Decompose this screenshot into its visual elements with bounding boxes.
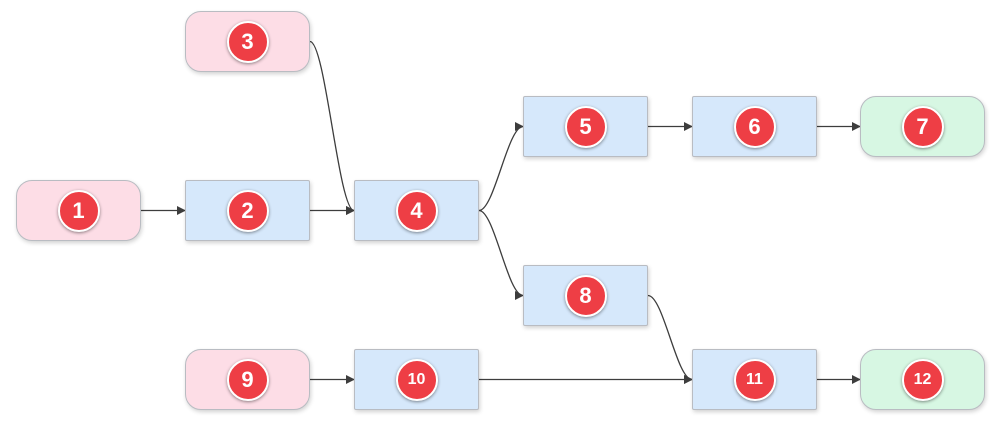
node-6[interactable]: 6 bbox=[692, 96, 817, 157]
node-12[interactable]: 12 bbox=[860, 349, 985, 410]
edge-4-8 bbox=[478, 209, 524, 301]
node-7[interactable]: 7 bbox=[860, 96, 985, 157]
edge-3-4 bbox=[309, 40, 355, 215]
node-2[interactable]: 2 bbox=[185, 180, 310, 241]
node-9[interactable]: 9 bbox=[185, 349, 310, 410]
edge-4-5 bbox=[478, 121, 524, 212]
node-11[interactable]: 11 bbox=[692, 349, 817, 410]
node-12-badge: 12 bbox=[901, 358, 944, 401]
node-4-badge: 4 bbox=[395, 189, 438, 232]
node-5[interactable]: 5 bbox=[523, 96, 648, 157]
node-6-badge: 6 bbox=[733, 105, 776, 148]
node-8[interactable]: 8 bbox=[523, 265, 648, 326]
node-3[interactable]: 3 bbox=[185, 11, 310, 72]
node-7-badge: 7 bbox=[901, 105, 944, 148]
node-3-badge: 3 bbox=[226, 20, 269, 63]
node-10-badge: 10 bbox=[395, 358, 438, 401]
node-11-badge: 11 bbox=[733, 358, 776, 401]
node-4[interactable]: 4 bbox=[354, 180, 479, 241]
node-1[interactable]: 1 bbox=[16, 180, 141, 241]
node-5-badge: 5 bbox=[564, 105, 607, 148]
node-2-badge: 2 bbox=[226, 189, 269, 232]
node-10[interactable]: 10 bbox=[354, 349, 479, 410]
node-9-badge: 9 bbox=[226, 358, 269, 401]
edge-8-11 bbox=[647, 294, 693, 385]
node-1-badge: 1 bbox=[57, 189, 100, 232]
node-8-badge: 8 bbox=[564, 274, 607, 317]
